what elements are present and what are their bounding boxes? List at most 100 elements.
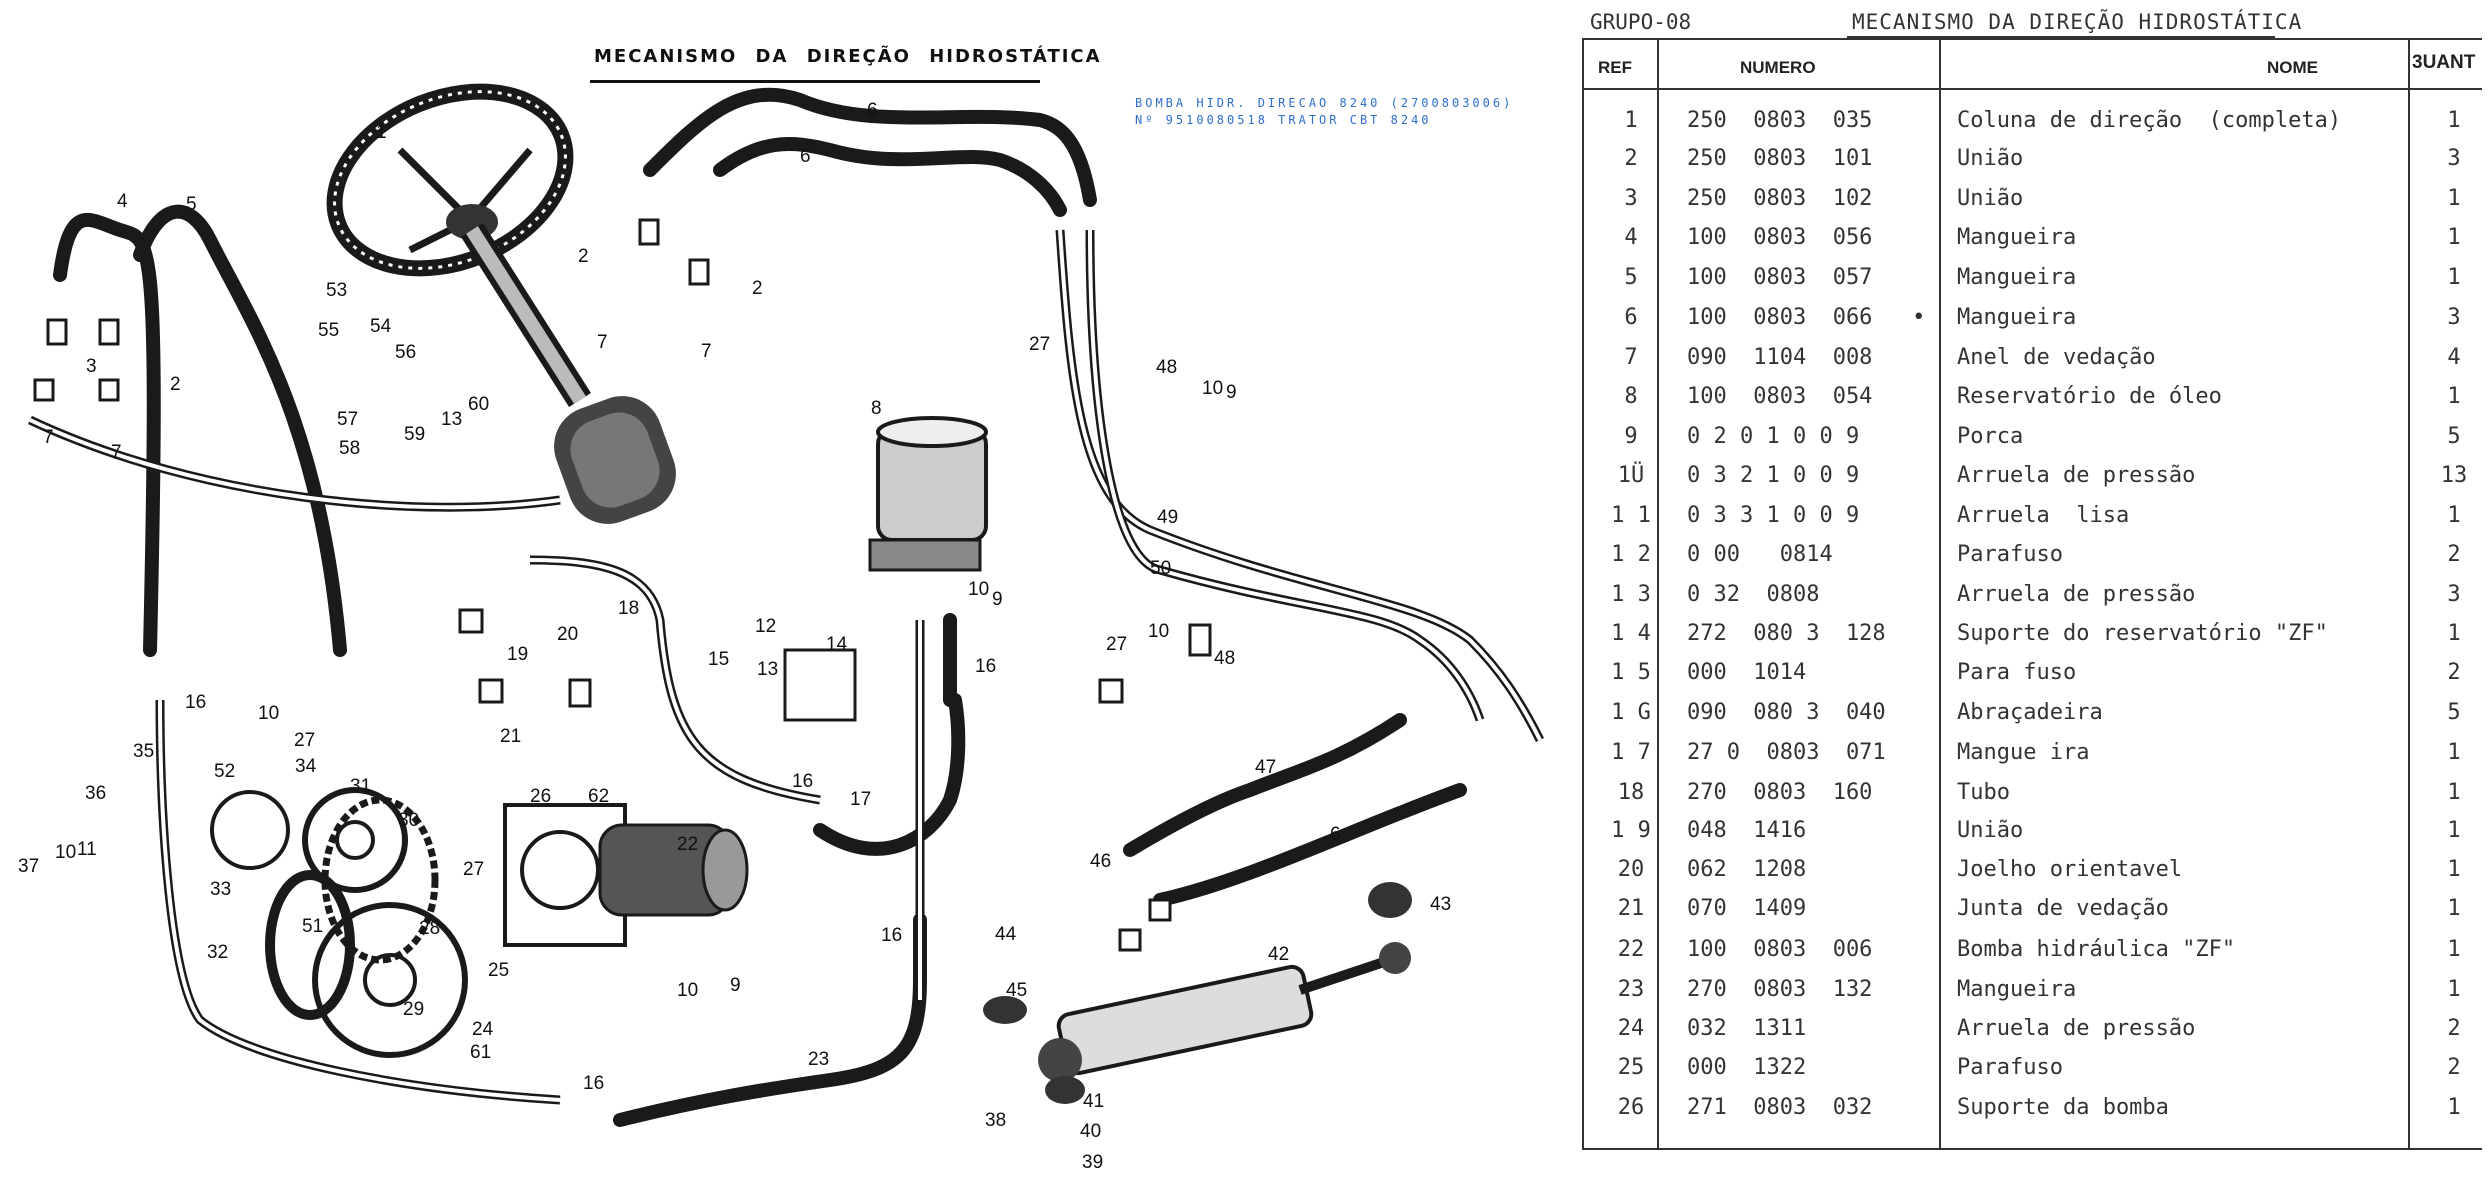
callout: 10	[258, 703, 279, 724]
callout: 26	[530, 786, 551, 807]
callout: 41	[1083, 1091, 1104, 1112]
callout: 40	[1080, 1121, 1101, 1142]
callout: 43	[1430, 894, 1451, 915]
row-nome: Bomba hidráulica "ZF"	[1957, 937, 2236, 962]
row-ref: 6	[1624, 305, 1638, 330]
callout: 6	[800, 146, 811, 167]
callout: 30	[398, 810, 419, 831]
callout: 21	[500, 726, 521, 747]
row-numero: 0 32 0808	[1687, 582, 1820, 607]
callout: 39	[1082, 1152, 1103, 1173]
row-quant: 1	[2447, 265, 2461, 290]
pulleys-and-belt	[210, 787, 468, 1058]
row-ref: 1 G	[1611, 700, 1651, 725]
diagram-title: MECANISMO DA DIREÇÃO HIDROSTÁTICA	[594, 46, 1102, 67]
row-nome: Porca	[1957, 424, 2024, 449]
row-quant: 1	[2447, 384, 2461, 409]
callout: 25	[488, 960, 509, 981]
row-nome: Suporte da bomba	[1957, 1095, 2169, 1120]
callout: 15	[708, 649, 729, 670]
callout: 50	[1150, 558, 1171, 579]
row-nome: União	[1957, 818, 2024, 843]
header-nome: NOME	[2267, 58, 2318, 77]
row-numero: 100 0803 066 •	[1687, 305, 1926, 330]
callout: 37	[18, 856, 39, 877]
table-row: 6 100 0803 066 • Mangueira 3	[1582, 305, 2489, 345]
callout: 19	[507, 644, 528, 665]
callout: 45	[1006, 980, 1027, 1001]
row-quant: 1	[2447, 225, 2461, 250]
callout: 7	[111, 442, 122, 463]
callout: 59	[404, 424, 425, 445]
row-ref: 1Ü	[1617, 463, 1645, 488]
row-nome: Joelho orientavel	[1957, 857, 2183, 882]
callout: 23	[808, 1049, 829, 1070]
row-ref: 21	[1617, 896, 1645, 921]
row-ref: 1 3	[1611, 582, 1651, 607]
row-ref: 1 5	[1611, 660, 1651, 685]
row-quant: 2	[2447, 542, 2461, 567]
ref-col-rule	[1657, 38, 1659, 1150]
row-numero: 270 0803 160	[1687, 780, 1873, 805]
table-top-rule	[1582, 38, 2482, 40]
row-numero: 272 080 3 128	[1687, 621, 1886, 646]
row-numero: 27 0 0803 071	[1687, 740, 1886, 765]
oil-reservoir	[783, 416, 988, 722]
row-ref: 1 1	[1611, 503, 1651, 528]
row-ref: 1 2	[1611, 542, 1651, 567]
hoses	[53, 87, 1467, 1127]
callout: 53	[326, 280, 347, 301]
row-nome: Para fuso	[1957, 660, 2077, 685]
row-quant: 1	[2447, 857, 2461, 882]
row-nome: Suporte do reservatório "ZF"	[1957, 621, 2328, 646]
row-numero: 090 080 3 040	[1687, 700, 1886, 725]
row-quant: 1	[2447, 937, 2461, 962]
callout: 33	[210, 879, 231, 900]
row-ref: 1 9	[1611, 818, 1651, 843]
callout: 52	[214, 761, 235, 782]
row-nome: Mangueira	[1957, 305, 2077, 330]
row-numero: 0 2 0 1 0 0 9	[1687, 424, 1860, 449]
row-nome: Abraçadeira	[1957, 700, 2103, 725]
callout: 38	[985, 1110, 1006, 1131]
diagram-drawing: 1 4 5 6 6 2 3 2 7 7 2 2 7 7 53 55 54 56 …	[18, 83, 1545, 1173]
row-nome: Arruela de pressão	[1957, 463, 2196, 488]
callout: 34	[295, 756, 317, 777]
row-ref: 23	[1617, 977, 1645, 1002]
row-quant: 3	[2447, 305, 2461, 330]
row-ref: 18	[1617, 780, 1645, 805]
exploded-diagram: MECANISMO DA DIREÇÃO HIDROSTÁTICA BOMBA …	[18, 46, 1545, 1173]
diagram-title-rule	[590, 80, 1040, 83]
callout: 8	[871, 398, 882, 419]
row-numero: 250 0803 101	[1687, 146, 1873, 171]
callout: 48	[1156, 357, 1177, 378]
tubes	[28, 229, 1545, 1105]
callout: 5	[186, 194, 197, 215]
row-quant: 5	[2447, 424, 2461, 449]
row-nome: Anel de vedação	[1957, 345, 2156, 370]
row-nome: Mangue ira	[1957, 740, 2090, 765]
callout: 6	[867, 100, 878, 121]
steering-column	[461, 223, 676, 524]
row-quant: 1	[2447, 108, 2461, 133]
row-numero: 100 0803 057	[1687, 265, 1873, 290]
row-nome: Junta de vedação	[1957, 896, 2169, 921]
row-quant: 1	[2447, 977, 2461, 1002]
row-quant: 1	[2447, 621, 2461, 646]
title-underline	[1847, 36, 2275, 38]
callout: 18	[618, 598, 639, 619]
row-quant: 2	[2447, 660, 2461, 685]
row-ref: 4	[1624, 225, 1638, 250]
callout: 36	[85, 783, 106, 804]
callout: 22	[677, 834, 698, 855]
row-nome: União	[1957, 186, 2024, 211]
callout: 10	[1202, 378, 1223, 399]
row-numero: 271 0803 032	[1687, 1095, 1873, 1120]
